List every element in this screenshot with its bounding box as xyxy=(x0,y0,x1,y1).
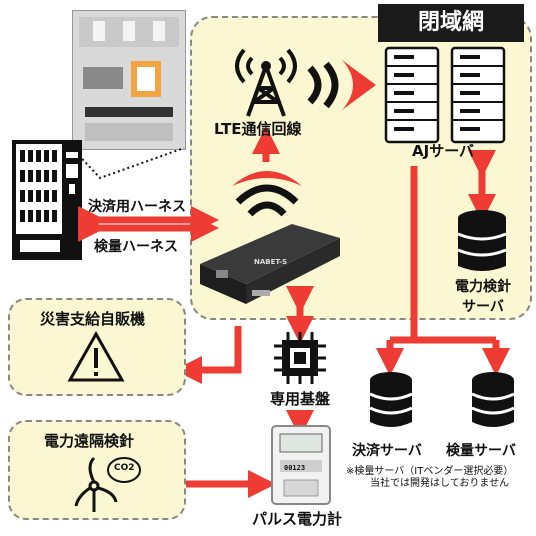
lte-tower-icon xyxy=(235,48,297,117)
note-line2: 当社では開発はしておりません xyxy=(370,478,510,489)
router-model-label: NABET-S xyxy=(254,258,288,266)
power-server-label-line1: 電力検針 xyxy=(455,279,511,295)
metering-server-label: 検量サーバ xyxy=(446,443,516,459)
pulse-meter-label: パルス電力計 xyxy=(252,510,343,528)
payment-server-label: 決済サーバ xyxy=(352,443,422,459)
pulse-meter-icon xyxy=(271,425,331,505)
power-server-label: 電力検針 サーバ xyxy=(448,276,518,316)
closed-network-badge: 閉域網 xyxy=(378,4,524,42)
power-server-label-line2: サーバ xyxy=(462,299,504,315)
co2-label: CO2 xyxy=(114,463,135,473)
meter-harness-label: 検量ハーネス xyxy=(94,239,178,255)
vending-photo-inset xyxy=(72,10,186,150)
dedicated-board-label: 専用基盤 xyxy=(270,390,331,408)
aj-server-icon xyxy=(384,46,506,144)
power-server-icon xyxy=(457,210,507,271)
wind-turbine-icon xyxy=(74,456,141,512)
metering-server-icon xyxy=(471,372,515,427)
remote-meter-box xyxy=(8,420,186,520)
payment-server-icon xyxy=(369,372,413,427)
wireless-signal-up-icon xyxy=(232,171,302,217)
router-device-icon xyxy=(200,224,340,304)
note-line1: ※検量サーバ（ITベンダー選択必要） xyxy=(346,466,514,477)
chip-icon xyxy=(274,332,326,384)
meter-display: 00123 xyxy=(284,464,306,472)
remote-meter-label: 電力遠隔検針 xyxy=(44,432,135,450)
wireless-signal-right-icon xyxy=(307,60,376,110)
vending-machine-icon xyxy=(12,140,82,260)
disaster-vending-label: 災害支給自販機 xyxy=(40,310,146,328)
lte-label: LTE通信回線 xyxy=(214,120,302,138)
aj-server-label: AJサーバ xyxy=(412,142,475,160)
warning-icon xyxy=(67,330,125,382)
